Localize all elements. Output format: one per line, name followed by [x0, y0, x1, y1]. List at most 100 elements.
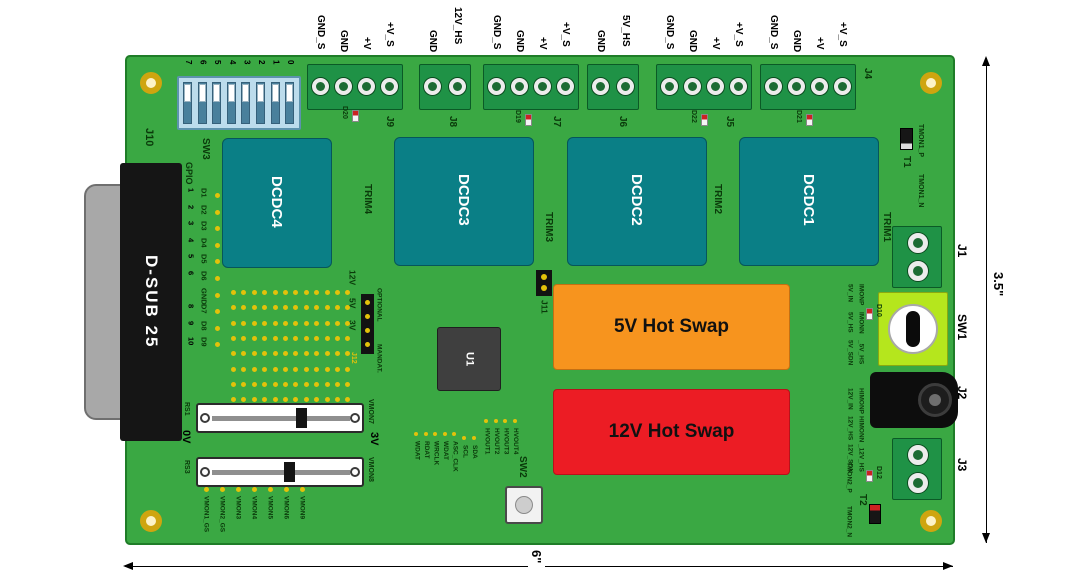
- dcdc-module-DCDC1: [739, 137, 879, 266]
- terminal-screw: [557, 78, 574, 95]
- led-D21: [806, 114, 813, 126]
- gpio-pin-9: 9: [186, 320, 196, 325]
- j11-header: [536, 270, 552, 296]
- terminal-screw: [730, 78, 747, 95]
- hs5-net-5V_IN: 5V_IN: [846, 284, 854, 303]
- tmon1-n-label: TMON1_N: [917, 174, 924, 208]
- terminal-label-+V: +V: [710, 37, 721, 50]
- terminal-label-GND: GND: [427, 29, 438, 52]
- gpio-pin-10: 10: [186, 337, 196, 346]
- terminal-screw: [908, 233, 928, 253]
- proto-via: [303, 397, 309, 403]
- gpio-pin-1: 1: [186, 188, 196, 193]
- dip-toggle-0[interactable]: [183, 82, 192, 124]
- gpio-net-D3: D3: [199, 221, 209, 231]
- bus-label-WDAT: WDAT: [413, 441, 421, 461]
- j3-label: J3: [955, 458, 969, 472]
- proto-via: [231, 397, 236, 403]
- terminal-label-+V_S: +V_S: [837, 22, 848, 47]
- dip-toggle-knob: [257, 84, 264, 102]
- proto-via: [314, 397, 320, 403]
- mount-hole-top-left: [140, 72, 162, 94]
- proto-via: [262, 290, 268, 295]
- dip-toggle-4[interactable]: [241, 82, 251, 124]
- sw2-label: SW2: [517, 456, 528, 478]
- bus-label-ASC_CLK: ASC_CLK: [451, 441, 459, 472]
- dsub-shell: [84, 184, 124, 420]
- proto-via: [251, 381, 257, 387]
- led-d12: [866, 470, 873, 482]
- slider-rs1: [196, 403, 364, 433]
- hot-swap-12v-label: 12V Hot Swap: [608, 421, 735, 442]
- proto-via: [345, 305, 351, 311]
- dip-toggle-2[interactable]: [212, 82, 222, 124]
- hs12-net-12V_IN: 12V_IN: [846, 388, 854, 410]
- proto-via: [303, 290, 309, 295]
- dip-scale-5: 2: [257, 60, 266, 65]
- ic-u1: U1: [437, 327, 501, 391]
- dip-scale-3: 4: [227, 60, 237, 65]
- j12-header: [361, 294, 374, 354]
- rs3-label: RS3: [183, 460, 190, 474]
- via: [215, 309, 220, 315]
- terminal-label-GND: GND: [338, 29, 349, 52]
- i2c-label-SDA: SDA: [471, 445, 478, 459]
- hs12-net-12V_HS: 12V_HS: [846, 416, 854, 441]
- slider-screw: [350, 413, 360, 423]
- terminal-label-GND_S: GND_S: [768, 14, 779, 49]
- slider-rs3-knob[interactable]: [284, 462, 295, 482]
- proto-via: [324, 366, 330, 372]
- connector-designator-J8: J8: [447, 116, 458, 128]
- led-D22: [701, 114, 708, 126]
- proto-via: [231, 305, 236, 311]
- rail-label-12V: 12V: [347, 270, 358, 286]
- proto-via: [283, 320, 288, 326]
- gpio-net-D4: D4: [199, 237, 209, 248]
- proto-via: [293, 335, 299, 341]
- j11-label: J11: [539, 300, 550, 314]
- connector-designator-J7: J7: [551, 116, 562, 128]
- via: [215, 193, 220, 198]
- via: [215, 342, 220, 348]
- bus-label-WDAT: WDAT: [442, 441, 449, 461]
- sw2-button-cap: [515, 496, 533, 514]
- slider-rs1-slot: [212, 416, 350, 421]
- terminal-screw: [908, 261, 928, 281]
- dip-toggle-3[interactable]: [226, 82, 236, 124]
- rs1-signal-label: VMON7: [367, 399, 374, 424]
- hot-swap-5v-label: 5V Hot Swap: [613, 316, 730, 337]
- sw1-knob[interactable]: [906, 311, 920, 347]
- proto-via: [314, 305, 320, 311]
- via: [215, 276, 220, 281]
- hvout-label-HVOUT3: HVOUT3: [502, 428, 510, 455]
- j12-mandatory-label: MANDAT.: [375, 344, 383, 373]
- dsub-label: D-SUB 25: [142, 255, 161, 349]
- slider-rs1-knob[interactable]: [296, 408, 307, 428]
- j2-label: J2: [955, 386, 969, 400]
- sw2-button[interactable]: [505, 486, 543, 524]
- terminal-label-+V_S: +V_S: [733, 22, 744, 47]
- dip-scale-1: 6: [198, 60, 208, 65]
- proto-via: [251, 397, 257, 403]
- proto-via: [272, 320, 278, 326]
- dip-toggle-7[interactable]: [285, 82, 295, 124]
- dip-toggle-1[interactable]: [197, 82, 207, 124]
- dip-toggle-knob: [213, 84, 221, 102]
- gpio-net-D5: D5: [199, 254, 209, 264]
- proto-via: [262, 351, 268, 357]
- led-D20: [352, 110, 359, 122]
- proto-via: [283, 366, 288, 372]
- via: [215, 209, 220, 215]
- bus-label-RDAT: RDAT: [423, 441, 430, 459]
- dcdc-label-DCDC2: DCDC2: [628, 174, 645, 226]
- j1-terminal-block: [892, 226, 942, 288]
- dip-toggle-6[interactable]: [270, 82, 280, 124]
- rs1-label: RS1: [183, 402, 190, 416]
- proto-via: [241, 335, 247, 341]
- dip-toggle-5[interactable]: [256, 82, 265, 124]
- via: [462, 436, 466, 440]
- proto-via: [324, 397, 330, 403]
- proto-via: [272, 305, 278, 311]
- via: [215, 226, 220, 232]
- proto-via: [251, 305, 257, 311]
